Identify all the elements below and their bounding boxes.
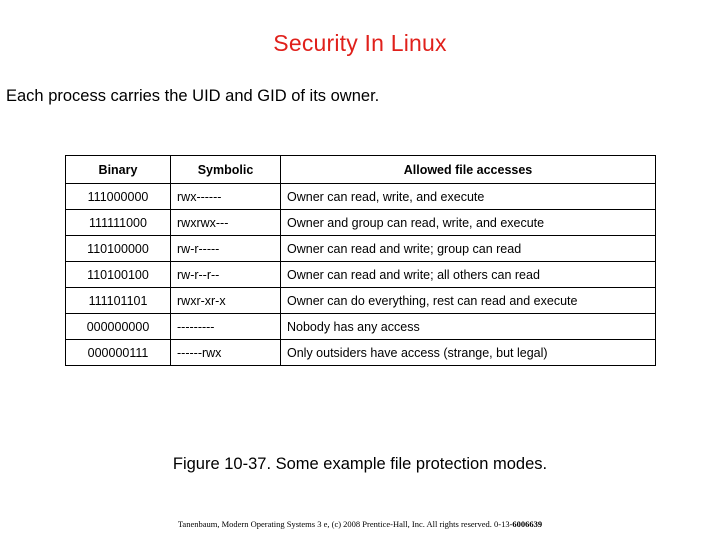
column-header-binary: Binary — [65, 155, 171, 184]
cell-symbolic: rwx------ — [170, 183, 281, 210]
figure-caption: Figure 10-37. Some example file protecti… — [172, 455, 548, 473]
cell-binary: 110100100 — [65, 261, 171, 288]
cell-access: Nobody has any access — [280, 313, 656, 340]
cell-binary: 111000000 — [65, 183, 171, 210]
cell-symbolic: rwxr-xr-x — [170, 287, 281, 314]
column-header-allowed-file-accesses: Allowed file accesses — [280, 155, 656, 184]
table-row: 111111000 rwxrwx--- Owner and group can … — [65, 209, 656, 236]
subtitle-text: Each process carries the UID and GID of … — [6, 87, 380, 105]
cell-binary: 111101101 — [65, 287, 171, 314]
cell-access: Owner can read, write, and execute — [280, 183, 656, 210]
cell-binary: 000000111 — [65, 339, 171, 366]
table-row: 111101101 rwxr-xr-x Owner can do everyth… — [65, 287, 656, 314]
table-header-row: Binary Symbolic Allowed file accesses — [65, 155, 656, 184]
table-row: 111000000 rwx------ Owner can read, writ… — [65, 183, 656, 210]
footer-isbn: 6006639 — [512, 519, 543, 529]
table-row: 000000000 --------- Nobody has any acces… — [65, 313, 656, 340]
cell-symbolic: ------rwx — [170, 339, 281, 366]
file-protection-modes-table: Binary Symbolic Allowed file accesses 11… — [65, 155, 656, 366]
page-title: Security In Linux — [273, 30, 447, 56]
table-row: 110100000 rw-r----- Owner can read and w… — [65, 235, 656, 262]
copyright-footer: Tanenbaum, Modern Operating Systems 3 e,… — [0, 519, 720, 529]
cell-access: Owner can read and write; all others can… — [280, 261, 656, 288]
cell-binary: 000000000 — [65, 313, 171, 340]
cell-symbolic: rwxrwx--- — [170, 209, 281, 236]
table-row: 110100100 rw-r--r-- Owner can read and w… — [65, 261, 656, 288]
column-header-symbolic: Symbolic — [170, 155, 281, 184]
cell-access: Only outsiders have access (strange, but… — [280, 339, 656, 366]
cell-symbolic: --------- — [170, 313, 281, 340]
cell-binary: 111111000 — [65, 209, 171, 236]
footer-text: Tanenbaum, Modern Operating Systems 3 e,… — [177, 519, 513, 529]
cell-access: Owner can do everything, rest can read a… — [280, 287, 656, 314]
cell-symbolic: rw-r--r-- — [170, 261, 281, 288]
cell-binary: 110100000 — [65, 235, 171, 262]
table-row: 000000111 ------rwx Only outsiders have … — [65, 339, 656, 366]
cell-symbolic: rw-r----- — [170, 235, 281, 262]
cell-access: Owner and group can read, write, and exe… — [280, 209, 656, 236]
cell-access: Owner can read and write; group can read — [280, 235, 656, 262]
